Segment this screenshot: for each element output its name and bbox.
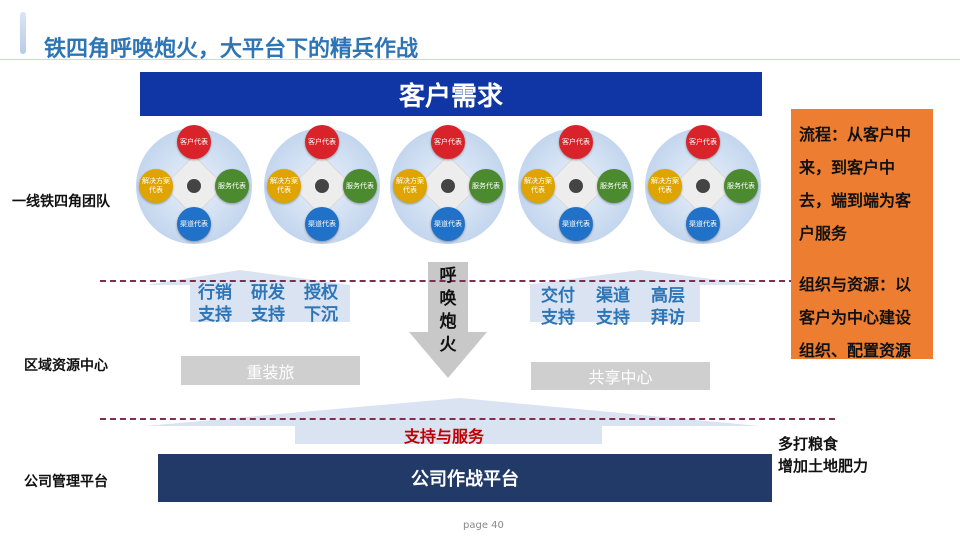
team-diagram-4: 客户代表 解决方案代表 服务代表 渠道代表 (513, 123, 639, 249)
role-solution-rep: 解决方案代表 (139, 169, 173, 203)
team-diagram-2: 客户代表 解决方案代表 服务代表 渠道代表 (259, 123, 385, 249)
page-number: page 40 (463, 520, 504, 531)
call-fire-char: 火 (439, 335, 457, 355)
left-support-arrow (145, 270, 350, 322)
role-service-rep: 服务代表 (215, 169, 249, 203)
team-diagram-3: 客户代表 解决方案代表 服务代表 渠道代表 (385, 123, 511, 249)
role-customer-rep: 客户代表 (431, 125, 465, 159)
support-channel: 渠道 支持 (593, 285, 633, 329)
support-service-arrow (145, 398, 760, 444)
support-line: 支持 (198, 305, 232, 325)
role-service-rep: 服务代表 (469, 169, 503, 203)
support-rnd: 研发 支持 (248, 282, 288, 326)
support-delivery: 交付 支持 (538, 285, 578, 329)
page-title: 铁四角呼唤炮火，大平台下的精兵作战 (44, 37, 419, 62)
support-line: 支持 (251, 305, 285, 325)
label-corporate: 公司管理平台 (24, 474, 108, 490)
divider-dashed-upper (100, 280, 835, 282)
team-diagram-1: 客户代表 解决方案代表 服务代表 渠道代表 (131, 123, 257, 249)
support-line: 授权 (304, 283, 338, 303)
role-customer-rep: 客户代表 (305, 125, 339, 159)
role-channel-rep: 渠道代表 (686, 207, 720, 241)
label-frontline: 一线铁四角团队 (12, 194, 110, 210)
support-line: 渠道 (596, 286, 630, 306)
support-line: 研发 (251, 283, 285, 303)
support-line: 交付 (541, 286, 575, 306)
support-line: 支持 (596, 308, 630, 328)
principles-box: 流程：从客户中来，到客户中去，端到端为客户服务 组织与资源：以客户为中心建设组织… (791, 109, 933, 360)
principle-flow: 流程：从客户中来，到客户中去，端到端为客户服务 (799, 125, 912, 243)
call-fire-text: 呼 唤 炮 火 (436, 265, 460, 357)
role-channel-rep: 渠道代表 (305, 207, 339, 241)
support-line: 下沉 (304, 305, 338, 325)
support-line: 支持 (541, 308, 575, 328)
role-channel-rep: 渠道代表 (431, 207, 465, 241)
shared-center-box: 共享中心 (531, 362, 710, 390)
role-customer-rep: 客户代表 (686, 125, 720, 159)
title-accent-bar (20, 12, 26, 54)
corporate-platform-bar: 公司作战平台 (158, 454, 772, 502)
call-fire-char: 呼 (439, 266, 457, 286)
call-fire-char: 唤 (439, 289, 457, 309)
hub-figure-icon (315, 179, 329, 193)
hub-figure-icon (187, 179, 201, 193)
role-solution-rep: 解决方案代表 (648, 169, 682, 203)
call-fire-down-arrow (409, 262, 487, 378)
role-customer-rep: 客户代表 (559, 125, 593, 159)
divider-dashed-lower (100, 418, 835, 420)
support-marketing: 行销 支持 (195, 282, 235, 326)
call-fire-char: 炮 (439, 312, 457, 332)
role-channel-rep: 渠道代表 (177, 207, 211, 241)
role-service-rep: 服务代表 (343, 169, 377, 203)
title-divider (0, 59, 960, 60)
team-diagram-5: 客户代表 解决方案代表 服务代表 渠道代表 (640, 123, 766, 249)
role-solution-rep: 解决方案代表 (267, 169, 301, 203)
right-note: 多打粮食 增加土地肥力 (778, 433, 868, 477)
role-solution-rep: 解决方案代表 (521, 169, 555, 203)
role-solution-rep: 解决方案代表 (393, 169, 427, 203)
hub-figure-icon (441, 179, 455, 193)
support-line: 高层 (651, 286, 685, 306)
support-service-label: 支持与服务 (404, 427, 485, 446)
note-line: 多打粮食 (778, 435, 839, 453)
label-regional: 区域资源中心 (24, 358, 108, 374)
heavy-brigade-box: 重装旅 (181, 356, 360, 385)
support-authorization: 授权 下沉 (301, 282, 341, 326)
principle-organization: 组织与资源：以客户为中心建设组织、配置资源 (799, 275, 912, 360)
support-executive: 高层 拜访 (648, 285, 688, 329)
role-service-rep: 服务代表 (724, 169, 758, 203)
customer-demand-banner: 客户需求 (140, 72, 762, 116)
support-line: 行销 (198, 283, 232, 303)
role-channel-rep: 渠道代表 (559, 207, 593, 241)
hub-figure-icon (569, 179, 583, 193)
support-line: 拜访 (651, 308, 685, 328)
hub-figure-icon (696, 179, 710, 193)
right-support-arrow (525, 270, 760, 322)
role-service-rep: 服务代表 (597, 169, 631, 203)
note-line: 增加土地肥力 (778, 457, 869, 475)
role-customer-rep: 客户代表 (177, 125, 211, 159)
